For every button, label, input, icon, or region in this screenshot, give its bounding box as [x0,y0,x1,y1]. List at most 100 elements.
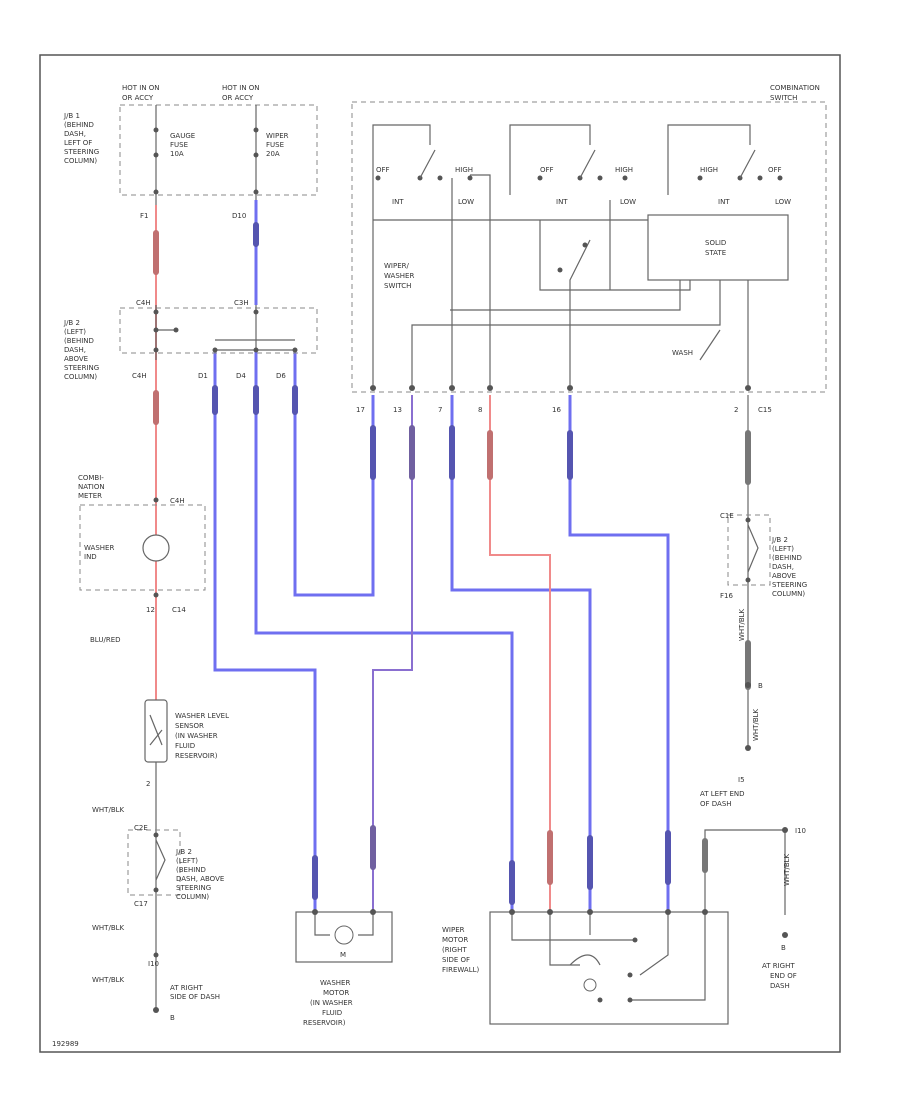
diagram-label: D6 [276,372,286,380]
washer-motor: M WASHER MOTOR (IN WASHER FLUID RESERVOI… [295,909,393,1027]
wire-d1-blue [213,350,317,912]
diagram-label: BLU/RED [90,636,121,644]
diagram-label: STEERING [772,581,807,589]
diagram-label: IND [84,553,97,561]
wire-pin8-red [489,395,551,912]
diagram-label: 2 [146,780,150,788]
wire-pin7-blue [450,395,592,912]
wire-pin13-violet [372,395,413,912]
diagram-label: WHT/BLK [738,608,746,641]
diagram-label: 12 [146,606,155,614]
diagram-label: METER [78,492,102,500]
diagram-label: B [781,944,786,952]
diagram-label: C1E [720,512,734,520]
figure-code: 192989 [52,1040,79,1048]
diagram-label: OFF [376,166,390,174]
diagram-label: ABOVE [64,355,88,363]
diagram-label: COLUMN) [64,157,97,165]
diagram-label: NATION [78,483,105,491]
diagram-label: SIDE OF [442,956,470,964]
wire-d4-blue [254,350,514,912]
jb2-top: J/B 2 (LEFT) (BEHIND DASH, ABOVE STEERIN… [63,299,318,381]
diagram-label: MOTOR [323,989,349,997]
washer-level-sensor: WASHER LEVEL SENSOR (IN WASHER FLUID RES… [92,699,229,814]
diagram-label: D1 [198,372,208,380]
diagram-label: (BEHIND [64,121,94,129]
diagram-label: C3H [234,299,249,307]
diagram-label: WHT/BLK [92,976,125,984]
diagram-label: 2 [734,406,738,414]
diagram-label: STEERING [64,364,99,372]
wiper-motor: WIPER MOTOR (RIGHT SIDE OF FIREWALL) [442,909,729,1025]
diagram-label: HIGH [455,166,473,174]
diagram-label: B [170,1014,175,1022]
diagram-label: SENSOR [175,722,204,730]
diagram-label: F1 [140,212,148,220]
diagram-label: GAUGE [170,132,195,140]
diagram-label: 16 [552,406,561,414]
diagram-label: AT RIGHT [762,962,795,970]
diagram-label: I5 [738,776,745,784]
diagram-label: SWITCH [770,94,797,102]
diagram-label: WIPER [442,926,465,934]
washer-indicator-icon [142,534,170,562]
diagram-label: LOW [620,198,636,206]
diagram-label: J/B 1 [63,112,80,120]
diagram-label: (LEFT) [772,545,794,553]
diagram-label: WHT/BLK [752,708,760,741]
diagram-label: COLUMN) [772,590,805,598]
combination-switch: COMBINATION SWITCH WIPER/ WASHER SWITCH [351,84,827,414]
diagram-label: 13 [393,406,402,414]
right-ground: I10 WHT/BLK B AT RIGHT END OF DASH [762,827,806,990]
diagram-label: B [758,682,763,690]
diagram-label: INT [556,198,568,206]
diagram-label: (BEHIND [772,554,802,562]
diagram-label: WASHER [320,979,350,987]
diagram-label: LOW [458,198,474,206]
washer-motor-icon [334,925,354,945]
diagram-label: WIPER [266,132,289,140]
diagram-label: C4H [136,299,151,307]
diagram-label: 7 [438,406,442,414]
diagram-label: J/B 2 [175,848,192,856]
diagram-label: INT [392,198,404,206]
diagram-label: J/B 2 [63,319,80,327]
diagram-label: HIGH [700,166,718,174]
diagram-label: 20A [266,150,280,158]
jb2-right: C1E F16 J/B 2 (LEFT) (BEHIND DASH, ABOVE… [700,512,807,808]
combination-meter: COMBI- NATION METER C4H WASHER IND 12 C1… [78,474,206,644]
diagram-label: D10 [232,212,246,220]
diagram-label: HOT IN ON [222,84,260,92]
diagram-label: WASHER [84,544,114,552]
diagram-label: (RIGHT [442,946,467,954]
diagram-label: OR ACCY [122,94,154,102]
diagram-label: DASH, ABOVE [176,875,224,883]
diagram-label: (BEHIND [176,866,206,874]
diagram-label: (LEFT) [64,328,86,336]
diagram-label: C14 [172,606,186,614]
diagram-label: AT RIGHT [170,984,203,992]
wire-wipermotor-ground [704,829,786,915]
diagram-label: HOT IN ON [122,84,160,92]
diagram-label: OFF [540,166,554,174]
diagram-label: COLUMN) [64,373,97,381]
diagram-label: WHT/BLK [783,853,791,886]
wire-pin16-blue [568,395,670,912]
diagram-label: COLUMN) [176,893,209,901]
diagram-label: J/B 2 [771,536,788,544]
diagram-label: ABOVE [772,572,796,580]
diagram-label: FUSE [266,141,284,149]
diagram-label: STEERING [176,884,211,892]
wire-markers [153,222,751,905]
diagram-label: RESERVOIR) [303,1019,346,1027]
diagram-label: RESERVOIR) [175,752,218,760]
diagram-label: SIDE OF DASH [170,993,220,1001]
diagram-label: OR ACCY [222,94,254,102]
diagram-label: (BEHIND [64,337,94,345]
diagram-label: COMBI- [78,474,104,482]
diagram-label: WASHER [384,272,414,280]
diagram-label: DASH, [64,130,86,138]
diagram-label: END OF [770,972,797,980]
diagram-label: OFF [768,166,782,174]
